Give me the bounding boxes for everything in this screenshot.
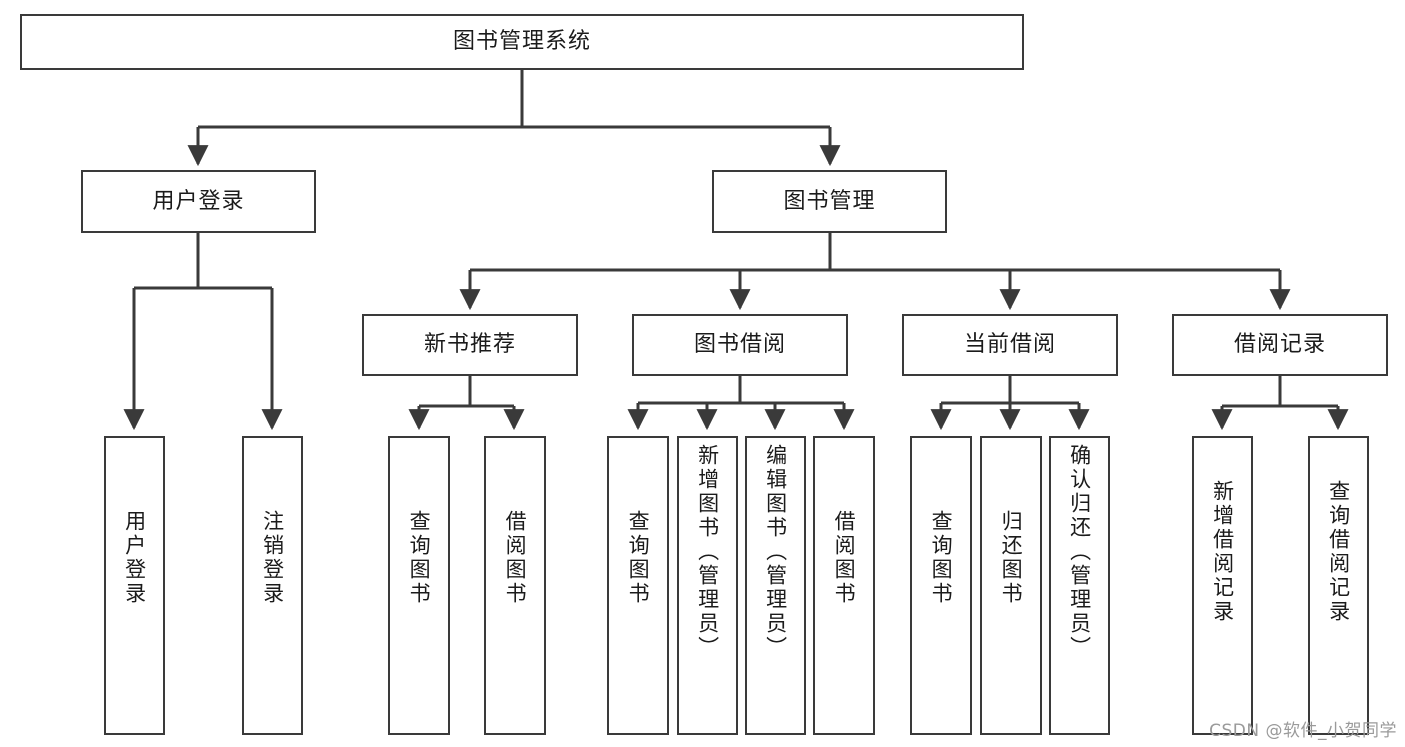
leaf-book-borrow-add-book-admin[interactable]: 新增图书（管理员） [677,436,738,735]
node-new-book-recommend-label: 新书推荐 [423,332,516,358]
node-root-label: 图书管理系统 [452,29,591,55]
leaf-label: 用户登录 [122,510,147,606]
leaf-book-borrow-edit-book-admin[interactable]: 编辑图书（管理员） [745,436,806,735]
leaf-label: 归还图书 [999,510,1024,606]
leaf-user-login-sign-out[interactable]: 注销登录 [242,436,303,735]
node-borrow-record[interactable]: 借阅记录 [1172,314,1388,376]
node-user-login[interactable]: 用户登录 [81,170,316,233]
leaf-label: 查询借阅记录 [1326,480,1351,624]
leaf-label: 注销登录 [260,510,285,606]
node-root-book-management-system[interactable]: 图书管理系统 [20,14,1024,70]
leaf-current-borrow-confirm-return-admin[interactable]: 确认归还（管理员） [1049,436,1110,735]
node-borrow-record-label: 借阅记录 [1233,332,1326,358]
node-new-book-recommend[interactable]: 新书推荐 [362,314,578,376]
leaf-label: 编辑图书（管理员） [763,444,788,660]
leaf-label: 借阅图书 [832,510,857,606]
leaf-label: 新增借阅记录 [1210,480,1235,624]
leaf-current-borrow-return-book[interactable]: 归还图书 [980,436,1042,735]
leaf-label: 新增图书（管理员） [695,444,720,660]
node-current-borrow-label: 当前借阅 [963,332,1056,358]
leaf-current-borrow-query-book[interactable]: 查询图书 [910,436,972,735]
node-book-borrow-label: 图书借阅 [693,332,786,358]
leaf-user-login-sign-in[interactable]: 用户登录 [104,436,165,735]
leaf-label: 确认归还（管理员） [1067,444,1092,660]
leaf-new-book-borrow-book[interactable]: 借阅图书 [484,436,546,735]
leaf-book-borrow-query-book[interactable]: 查询图书 [607,436,669,735]
node-book-management[interactable]: 图书管理 [712,170,947,233]
node-book-borrow[interactable]: 图书借阅 [632,314,848,376]
leaf-label: 查询图书 [626,510,651,606]
leaf-borrow-record-add-record[interactable]: 新增借阅记录 [1192,436,1253,735]
node-book-management-label: 图书管理 [783,188,876,214]
leaf-borrow-record-query-record[interactable]: 查询借阅记录 [1308,436,1369,735]
csdn-watermark: CSDN @软件_小贺同学 [1209,721,1397,741]
leaf-label: 查询图书 [929,510,954,606]
leaf-book-borrow-borrow-book[interactable]: 借阅图书 [813,436,875,735]
node-current-borrow[interactable]: 当前借阅 [902,314,1118,376]
node-user-login-label: 用户登录 [152,188,245,214]
leaf-label: 查询图书 [407,510,432,606]
leaf-label: 借阅图书 [503,510,528,606]
leaf-new-book-query-book[interactable]: 查询图书 [388,436,450,735]
